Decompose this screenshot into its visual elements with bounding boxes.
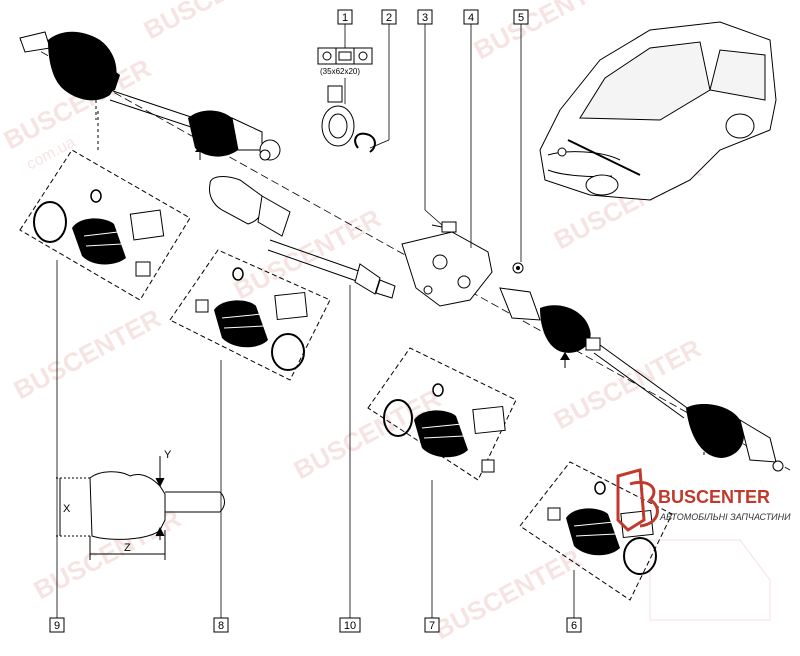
callout-2-label: 2 xyxy=(386,12,392,24)
bolt-part-3 xyxy=(431,221,457,233)
callout-6: 6 xyxy=(566,617,582,633)
leader-lines xyxy=(56,24,575,618)
intermediate-shaft xyxy=(209,176,396,299)
repair-kit-8 xyxy=(169,249,331,381)
outer-cv-joint-left xyxy=(19,31,120,120)
callout-9: 9 xyxy=(49,617,65,633)
callout-1: 1 xyxy=(337,9,353,25)
repair-kit-7 xyxy=(367,347,517,481)
watermark-brand: BUSCENTER xyxy=(469,0,626,65)
watermark-brand: BUSCENTER xyxy=(139,0,296,45)
bearing-part-1 xyxy=(321,85,355,147)
bearing-size-box xyxy=(317,47,373,65)
callout-8: 8 xyxy=(213,617,229,633)
callout-2: 2 xyxy=(381,9,397,25)
inner-boot-upper xyxy=(188,110,281,161)
repair-kit-9 xyxy=(19,110,191,301)
callout-5-label: 5 xyxy=(518,12,524,24)
buscenter-logo: BUSCENTER АВТОМОБІЛЬНІ ЗАПЧАСТИНИ xyxy=(616,468,791,621)
callout-3: 3 xyxy=(417,9,433,25)
callout-6-label: 6 xyxy=(571,620,577,632)
bracket-part-4 xyxy=(401,231,493,307)
vehicle-illustration xyxy=(539,21,777,201)
watermark-brand: BUSCENTER xyxy=(429,543,586,646)
main-shaft xyxy=(19,39,791,471)
callout-7-label: 7 xyxy=(429,620,435,632)
callout-3-label: 3 xyxy=(422,12,428,24)
logo-name: BUSCENTER xyxy=(658,487,770,507)
bearing-size-label: (35x62x20) xyxy=(320,67,360,76)
inner-boot-right xyxy=(499,287,601,368)
callout-9-label: 9 xyxy=(54,620,60,632)
callout-10-label: 10 xyxy=(344,620,356,632)
logo-tagline: АВТОМОБІЛЬНІ ЗАПЧАСТИНИ xyxy=(659,512,791,522)
callout-4-label: 4 xyxy=(468,12,474,24)
callout-7: 7 xyxy=(424,617,440,633)
dimension-z-label: Z xyxy=(124,542,131,554)
callout-4: 4 xyxy=(463,9,479,25)
watermark-brand: BUSCENTER xyxy=(9,303,166,406)
boot-dimension-diagram xyxy=(56,456,225,560)
bolt-part-5 xyxy=(512,262,524,274)
callout-1-label: 1 xyxy=(342,12,348,24)
callout-10: 10 xyxy=(339,617,361,633)
outer-cv-joint-right xyxy=(686,404,784,472)
dimension-y-label: Y xyxy=(164,449,172,461)
dimension-x-label: X xyxy=(63,503,71,515)
callout-5: 5 xyxy=(513,9,529,25)
callout-8-label: 8 xyxy=(218,620,224,632)
circlip-part-2 xyxy=(354,132,376,153)
